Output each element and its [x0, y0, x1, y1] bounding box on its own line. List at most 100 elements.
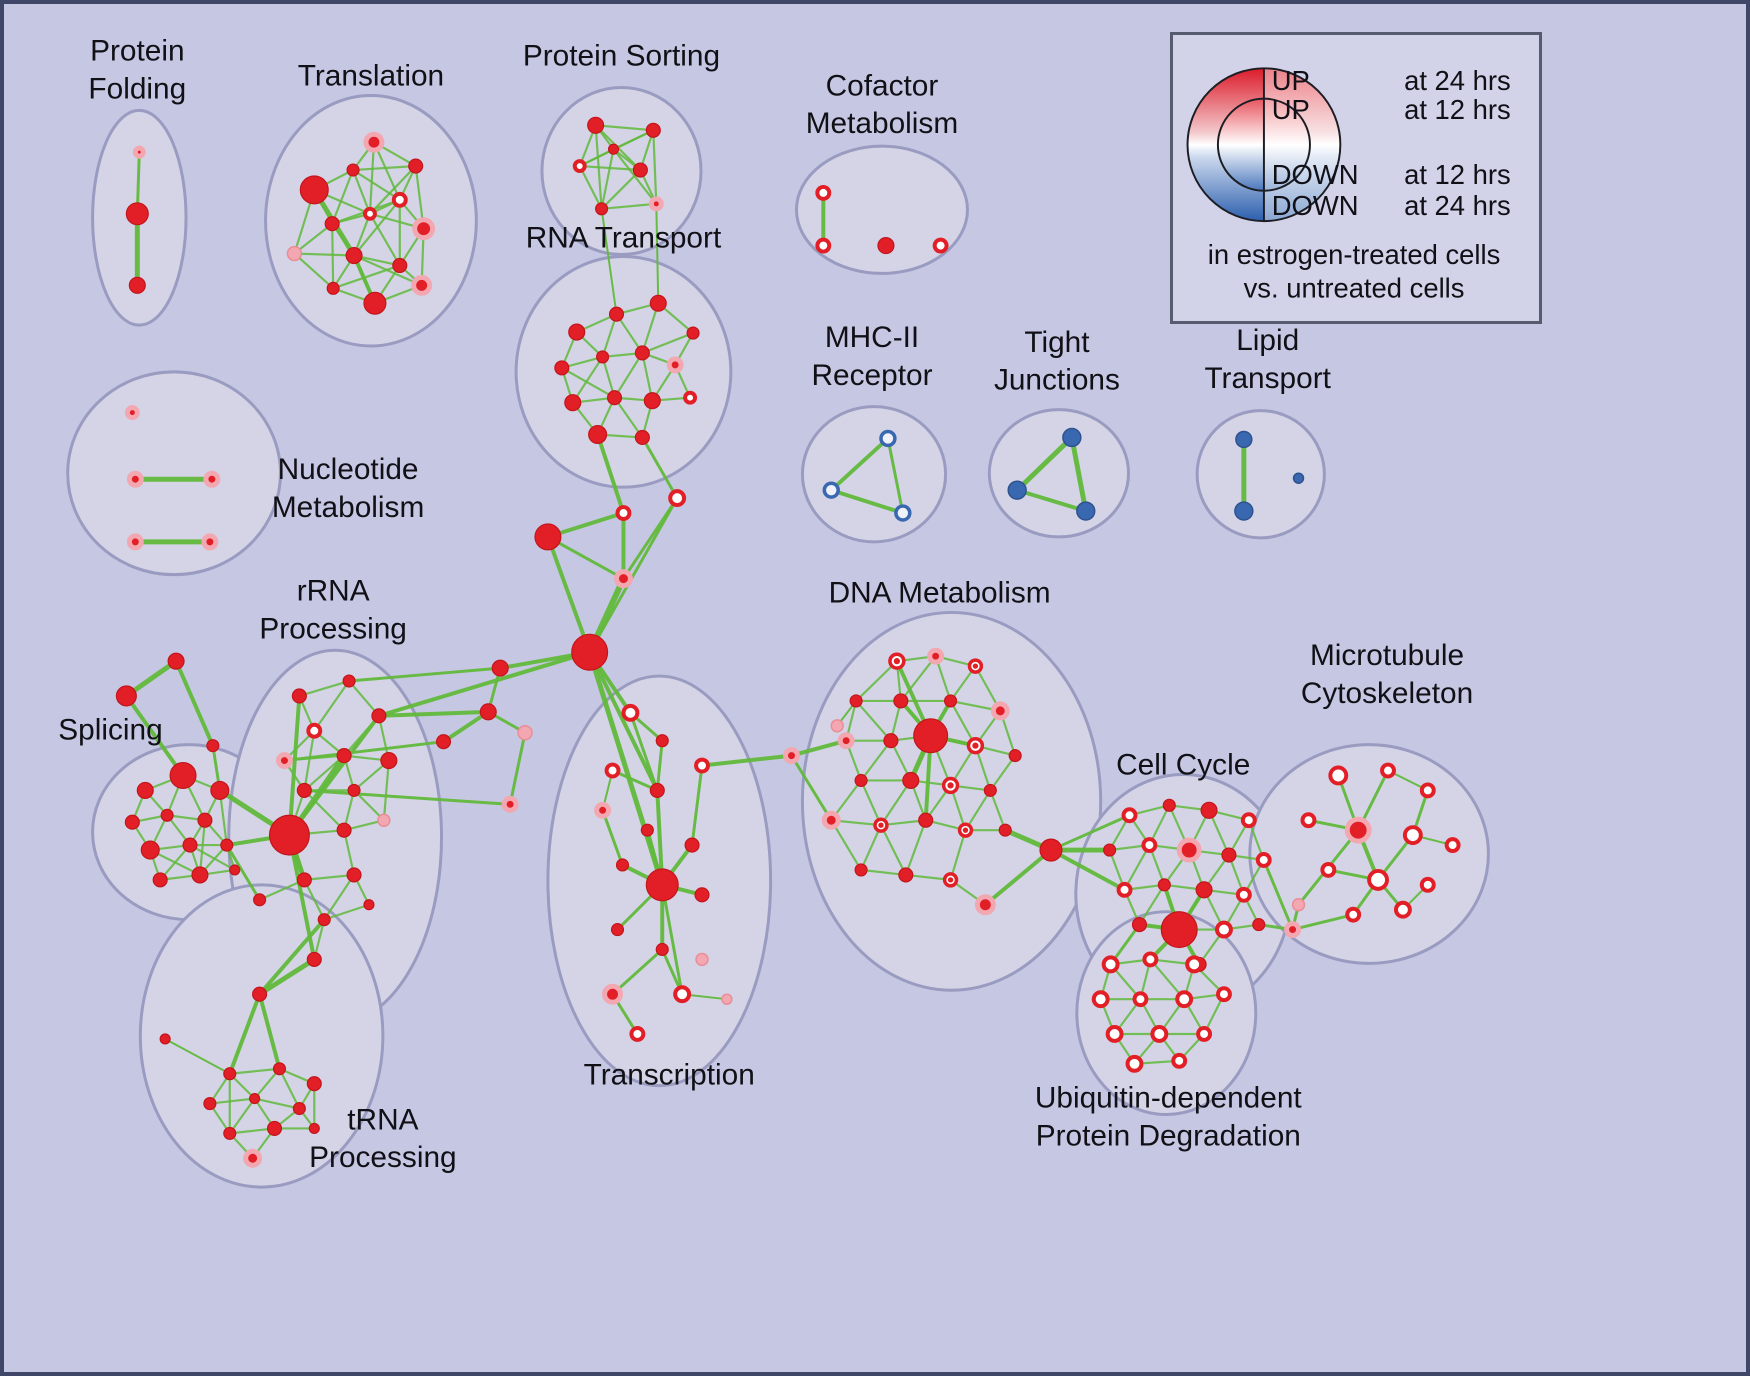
network-node-rrna-processing: [336, 822, 352, 838]
network-node-microtubule-cytoskeleton: [1300, 812, 1317, 829]
cluster-label-protein-folding: Protein: [90, 35, 184, 68]
network-node-protein-sorting: [607, 143, 620, 155]
network-node-ubiquitin-degradation: [1185, 955, 1204, 974]
network-node-translation: [324, 216, 340, 232]
network-edge: [258, 878, 306, 901]
network-node-trna-processing: [223, 1126, 237, 1140]
network-node-microtubule-cytoskeleton: [1419, 782, 1436, 799]
network-edge: [587, 649, 665, 888]
network-node-microtubule-cytoskeleton: [1320, 861, 1337, 878]
network-node-cell-cycle: [1116, 881, 1133, 898]
network-edge: [1015, 488, 1088, 514]
network-node-splicing: [220, 838, 234, 852]
network-node-rna-transport: [554, 360, 570, 376]
network-node-translation: [363, 291, 387, 315]
network-edge: [331, 222, 335, 290]
cluster-ellipse-mhc-ii-receptor: [800, 405, 948, 544]
network-node-free: [571, 633, 609, 671]
network-node-cofactor-metabolism: [815, 184, 832, 201]
network-node-dna-metabolism: [854, 863, 868, 877]
legend-up-24-time: at 24 hrs: [1404, 65, 1511, 96]
network-node-rrna-processing: [317, 913, 331, 927]
cluster-ellipse-trna-processing: [138, 883, 385, 1189]
network-node-trna-processing: [272, 1062, 287, 1076]
network-node-dot: [972, 742, 979, 749]
cluster-label-dna-metabolism: DNA Metabolism: [829, 577, 1051, 610]
network-edge: [612, 148, 658, 205]
network-node-microtubule-cytoskeleton: [1380, 762, 1396, 779]
network-node-dna-metabolism: [1008, 749, 1022, 763]
network-node-free: [167, 652, 185, 670]
cluster-label-lipid-transport: Transport: [1204, 362, 1331, 395]
network-node-ubiquitin-degradation: [1091, 990, 1110, 1009]
network-node-ubiquitin-degradation: [1171, 1052, 1188, 1069]
network-node-splicing: [152, 872, 168, 888]
network-node-trna-processing: [243, 1148, 263, 1168]
network-node-free: [668, 489, 687, 508]
network-node-rna-transport: [588, 424, 608, 445]
network-edge: [611, 947, 664, 996]
network-edge: [949, 829, 967, 881]
network-node-transcription: [721, 993, 733, 1005]
network-edge: [886, 436, 905, 515]
network-edge: [1291, 913, 1355, 932]
network-node-cell-cycle: [1255, 852, 1272, 868]
network-edge: [313, 679, 351, 732]
network-node-translation: [346, 163, 360, 177]
network-node-cell-cycle: [1162, 798, 1176, 812]
network-node-transcription: [694, 757, 710, 774]
legend-graphic: UP at 24 hrs UP at 12 hrs DOWN at 12 hrs…: [1186, 65, 1511, 303]
network-node-splicing: [197, 812, 213, 828]
network-node-rrna-processing: [377, 813, 391, 827]
network-node-dna-metabolism: [983, 783, 997, 797]
network-node-microtubule-cytoskeleton: [1393, 900, 1412, 919]
network-node-transcription: [604, 762, 621, 779]
network-node-trna-processing: [203, 1097, 217, 1111]
network-edge: [600, 207, 618, 316]
network-edge: [293, 222, 334, 255]
network-node-splicing: [169, 761, 197, 790]
network-node-protein-sorting: [572, 159, 587, 174]
network-node-translation: [392, 257, 408, 274]
network-node-rna-transport: [568, 323, 586, 341]
network-edge: [594, 124, 655, 132]
network-edge: [287, 693, 302, 838]
network-node-tight-junctions: [1007, 480, 1027, 500]
network-node-cell-cycle: [1200, 801, 1218, 819]
cluster-label-mhc-ii-receptor: MHC-II: [825, 321, 919, 354]
legend-down-24-label: DOWN: [1272, 190, 1359, 221]
network-edge: [159, 843, 192, 881]
network-edge: [859, 824, 883, 872]
network-edge: [376, 650, 592, 718]
network-node-cell-cycle: [1176, 837, 1202, 863]
network-node-lipid-transport: [1234, 501, 1254, 521]
network-node-free: [783, 747, 800, 765]
cluster-ellipse-nucleotide-metabolism: [66, 370, 282, 577]
network-node-splicing: [124, 814, 140, 830]
network-edge: [257, 917, 327, 997]
cluster-label-nucleotide-metabolism: Nucleotide: [278, 453, 419, 486]
cluster-ellipse-cofactor-metabolism: [794, 144, 969, 275]
network-node-trna-processing: [306, 1076, 322, 1092]
cluster-label-ubiquitin-degradation: Ubiquitin-dependent: [1035, 1082, 1303, 1115]
network-node-protein-folding: [125, 202, 149, 226]
network-node-transcription: [594, 801, 612, 819]
network-edge: [613, 351, 644, 399]
network-node-microtubule-cytoskeleton: [1367, 868, 1389, 891]
network-node-transcription: [640, 823, 654, 837]
network-node-mhc-ii-receptor: [822, 481, 840, 499]
network-node-trna-processing: [249, 1093, 261, 1105]
network-node-dna-metabolism: [837, 732, 855, 750]
network-node-cell-cycle: [1103, 843, 1117, 857]
network-node-rrna-processing: [342, 674, 356, 688]
network-node-cell-cycle: [1215, 920, 1233, 939]
cluster-label-microtubule-cytoskeleton: Cytoskeleton: [1301, 677, 1473, 710]
network-node-dna-metabolism: [990, 701, 1010, 721]
network-node-nucleotide-metabolism: [126, 533, 144, 551]
network-edge: [323, 903, 371, 921]
network-edge: [545, 534, 592, 655]
cluster-ellipse-tight-junctions: [987, 408, 1131, 539]
network-node-trna-processing: [159, 1033, 171, 1045]
cluster-label-trna-processing: tRNA: [347, 1103, 418, 1136]
